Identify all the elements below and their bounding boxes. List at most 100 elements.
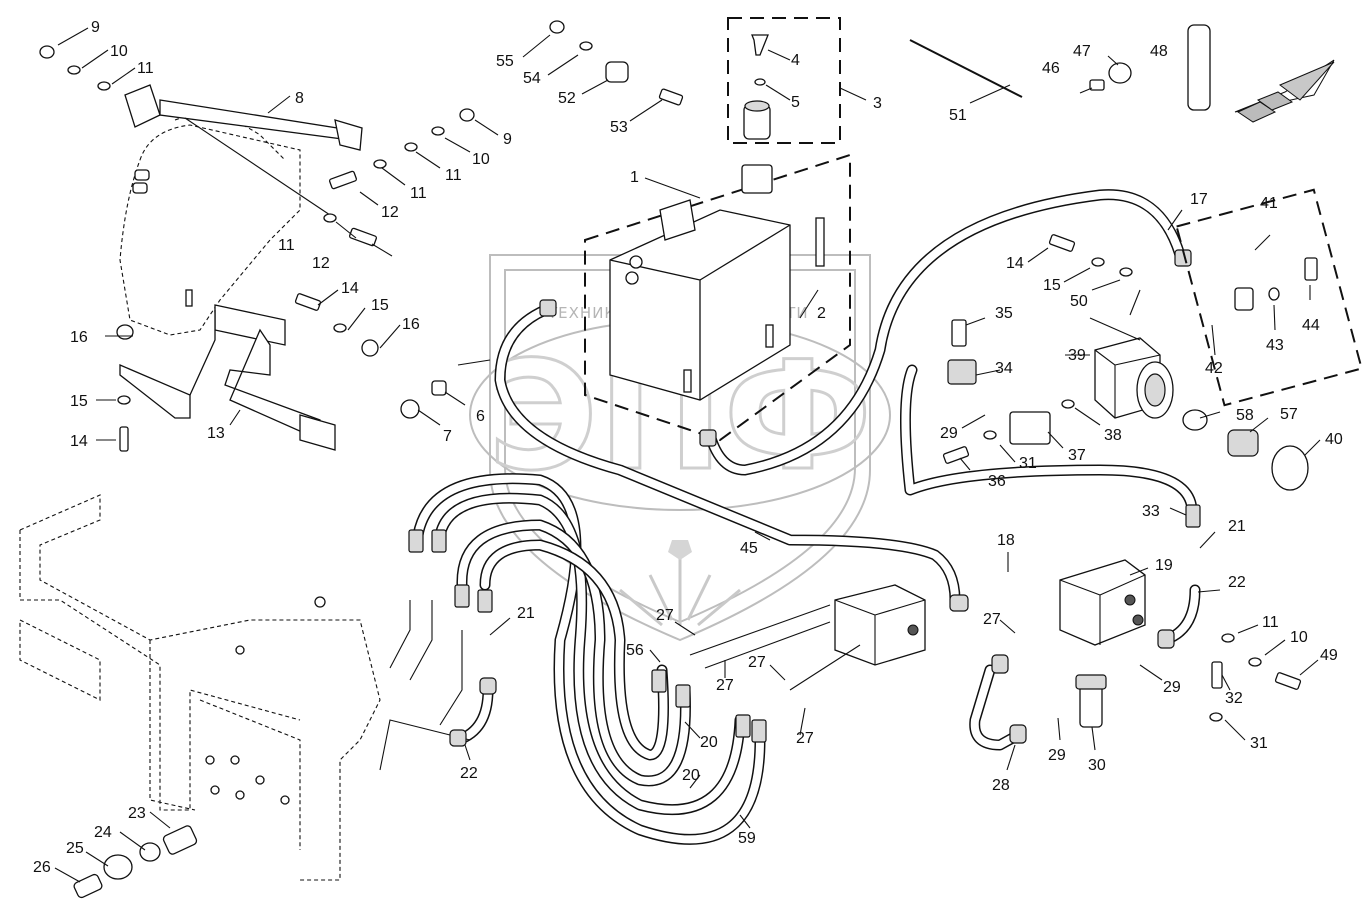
callout-38: 38 (1104, 427, 1122, 444)
callout-17: 17 (1190, 191, 1208, 208)
callout-20-a: 20 (700, 734, 718, 751)
callout-18: 18 (997, 532, 1015, 549)
callout-3: 3 (873, 95, 882, 112)
callout-15-a: 15 (371, 297, 389, 314)
callout-36: 36 (988, 473, 1006, 490)
filler-cap-parts (743, 34, 771, 140)
callout-9-right: 9 (503, 131, 512, 148)
callout-31-b: 31 (1250, 735, 1268, 752)
callout-21-left: 21 (517, 605, 535, 622)
callout-44: 44 (1302, 317, 1320, 334)
callout-29-c: 29 (1048, 747, 1066, 764)
callout-39: 39 (1068, 347, 1086, 364)
callout-52: 52 (558, 90, 576, 107)
filter-30 (1075, 674, 1107, 728)
callout-16-b: 16 (70, 329, 88, 346)
callout-50: 50 (1070, 293, 1088, 310)
hose-lines (379, 189, 1201, 845)
callout-6: 6 (476, 408, 485, 425)
callout-49: 49 (1320, 647, 1338, 664)
support-frame-13 (119, 304, 336, 451)
callout-26: 26 (33, 859, 51, 876)
pump-seals (1182, 287, 1309, 491)
callout-51: 51 (949, 107, 967, 124)
callout-22-left: 22 (460, 765, 478, 782)
callout-29-a: 29 (940, 425, 958, 442)
callout-8: 8 (295, 90, 304, 107)
callout-33: 33 (1142, 503, 1160, 520)
callout-21-right: 21 (1228, 518, 1246, 535)
callout-13: 13 (207, 425, 225, 442)
wheat-emblem (619, 540, 741, 627)
callout-23: 23 (128, 805, 146, 822)
callout-56: 56 (626, 642, 644, 659)
callout-1: 1 (630, 169, 639, 186)
control-valve-block (689, 584, 926, 691)
callout-27-right: 27 (983, 611, 1001, 628)
callout-27-d: 27 (796, 730, 814, 747)
bracket-tube-8 (124, 84, 363, 216)
callout-15-b: 15 (70, 393, 88, 410)
chassis-frame (19, 494, 381, 881)
callout-27-c: 27 (748, 654, 766, 671)
callout-41: 41 (1260, 195, 1278, 212)
callout-9-top: 9 (91, 19, 100, 36)
pump-group-41 (1175, 188, 1363, 407)
callout-31-a: 31 (1019, 455, 1037, 472)
hose-fittings (408, 249, 1201, 747)
callout-57: 57 (1280, 406, 1298, 423)
callout-42: 42 (1205, 360, 1223, 377)
callout-24: 24 (94, 824, 112, 841)
callout-11-bottom: 11 (1262, 614, 1279, 631)
forward-direction-arrow-icon (1234, 59, 1335, 123)
callout-7: 7 (443, 428, 452, 445)
callout-2: 2 (817, 305, 826, 322)
tee-fitting-34 (947, 319, 1051, 445)
callout-16-a: 16 (402, 316, 420, 333)
callout-5: 5 (791, 94, 800, 111)
mounting-holes (205, 596, 326, 805)
callout-34: 34 (995, 360, 1013, 377)
callout-47: 47 (1073, 43, 1091, 60)
callout-58: 58 (1236, 407, 1254, 424)
callout-11-mid: 11 (278, 237, 295, 254)
callout-48: 48 (1150, 43, 1168, 60)
cab-outline (119, 114, 301, 336)
callout-27-a: 27 (656, 607, 674, 624)
callout-59: 59 (738, 830, 756, 847)
callout-32: 32 (1225, 690, 1243, 707)
callout-14-a: 14 (341, 280, 359, 297)
callout-28: 28 (992, 777, 1010, 794)
leader-lines (54, 27, 1321, 883)
callout-35: 35 (995, 305, 1013, 322)
callout-11-right-a: 11 (445, 167, 462, 184)
callout-45: 45 (740, 540, 758, 557)
callout-30: 30 (1088, 757, 1106, 774)
part-number-callouts: 1 2 3 4 5 6 7 8 9 10 11 9 10 11 11 12 11… (33, 19, 1343, 876)
callout-25: 25 (66, 840, 84, 857)
callout-20-b: 20 (682, 767, 700, 784)
callout-53: 53 (610, 119, 628, 136)
callout-22-right: 22 (1228, 574, 1246, 591)
callout-15-c: 15 (1043, 277, 1061, 294)
callout-43: 43 (1266, 337, 1284, 354)
small-hardware (39, 20, 1318, 899)
callout-27-b: 27 (716, 677, 734, 694)
callout-4: 4 (791, 52, 800, 69)
callout-40: 40 (1325, 431, 1343, 448)
callout-19: 19 (1155, 557, 1173, 574)
hydraulic-tank-1 (584, 153, 851, 442)
callout-46: 46 (1042, 60, 1060, 77)
watermark-left-word: ТЕХНИКА (547, 304, 627, 322)
callout-11-top: 11 (137, 60, 154, 77)
callout-29-b: 29 (1163, 679, 1181, 696)
filler-cap-group-3 (727, 17, 841, 144)
pump-39 (1094, 337, 1174, 419)
callout-10-right: 10 (472, 151, 490, 168)
callout-10-bottom: 10 (1290, 629, 1308, 646)
callout-14-c: 14 (1006, 255, 1024, 272)
callout-55: 55 (496, 53, 514, 70)
callout-10-top: 10 (110, 43, 128, 60)
callout-14-b: 14 (70, 433, 88, 450)
